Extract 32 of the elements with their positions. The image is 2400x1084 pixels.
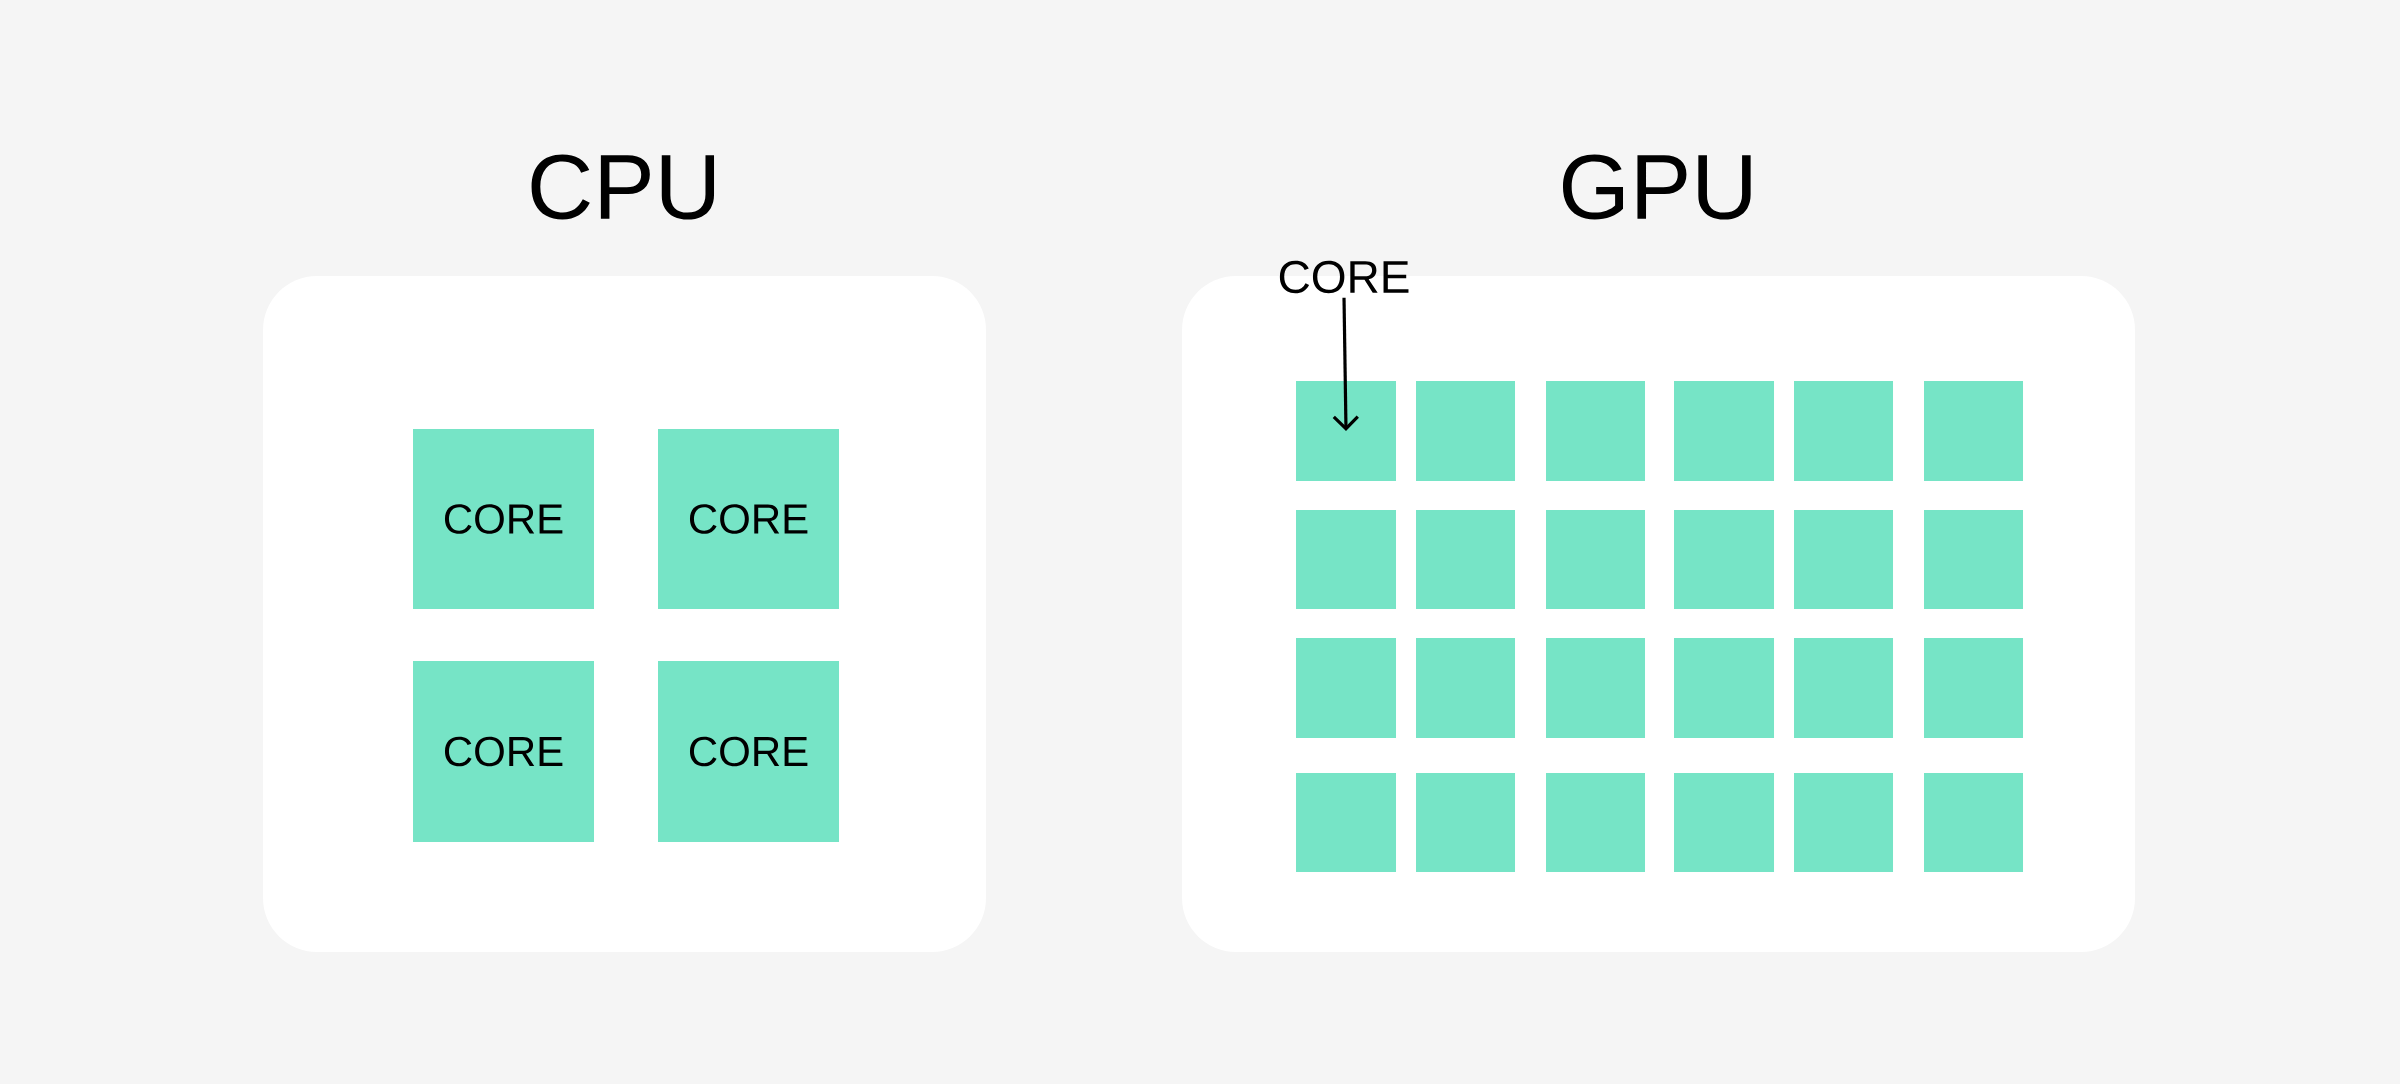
core-box	[1924, 510, 2023, 609]
core-box	[1296, 510, 1396, 609]
core-box	[1674, 773, 1774, 872]
core-box	[1416, 773, 1515, 872]
core-box: CORE	[413, 661, 594, 842]
core-box	[1674, 510, 1774, 609]
node-label: GPU	[1562, 154, 1751, 220]
core-box	[1794, 638, 1893, 738]
core-box	[1546, 381, 1645, 481]
core-box	[1924, 381, 2023, 481]
core-box	[1546, 773, 1645, 872]
core-box	[1416, 638, 1515, 738]
core-box	[1794, 773, 1893, 872]
core-box	[1546, 638, 1645, 738]
core-box	[1296, 773, 1396, 872]
core-box: CORE	[658, 661, 839, 842]
core-label: CORE	[1279, 260, 1409, 294]
core-box: CORE	[658, 429, 839, 609]
core-box	[1296, 381, 1396, 481]
core-box	[1674, 638, 1774, 738]
core-box	[1794, 510, 1893, 609]
arrow	[1332, 297, 1359, 431]
core-box	[1674, 381, 1774, 481]
core-box	[1794, 381, 1893, 481]
core-box	[1416, 381, 1515, 481]
core-box: CORE	[413, 429, 594, 609]
core-box	[1416, 510, 1515, 609]
core-box	[1546, 510, 1645, 609]
core-box	[1924, 638, 2023, 738]
node-label: CPU	[531, 154, 715, 220]
core-box	[1296, 638, 1396, 738]
core-box	[1924, 773, 2023, 872]
